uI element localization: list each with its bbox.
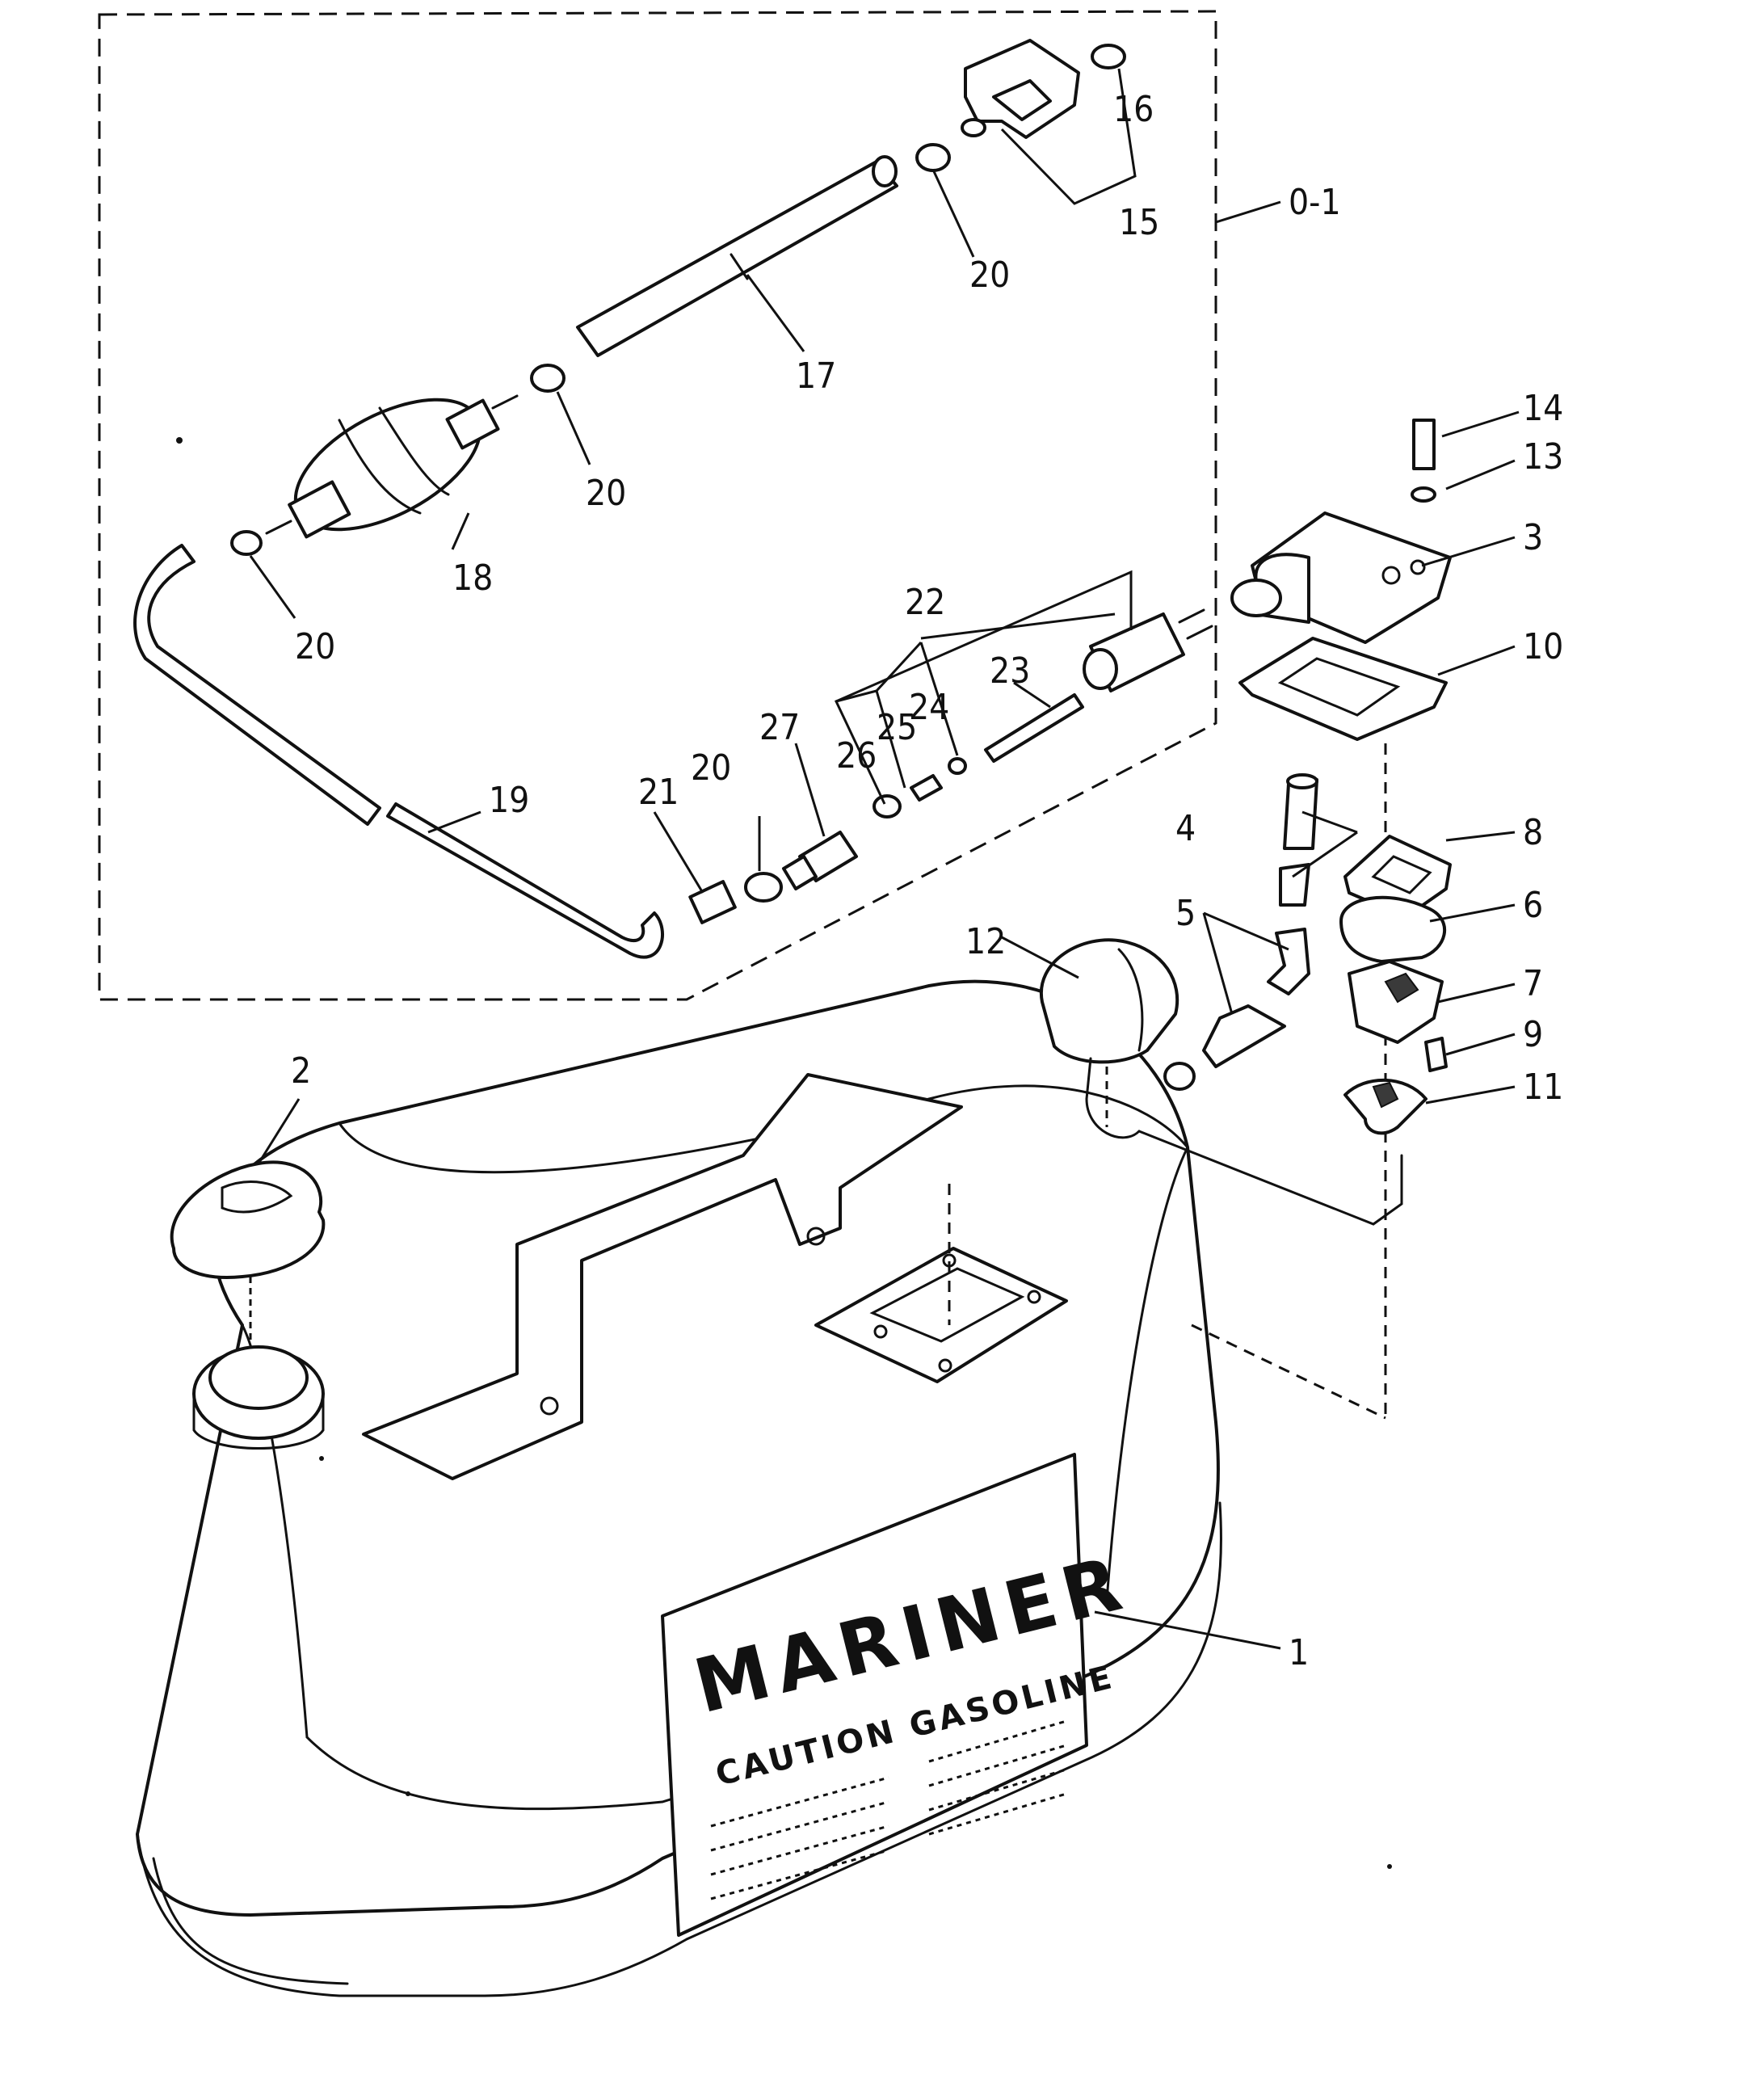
callout-7: 7 bbox=[1523, 963, 1543, 1004]
hose-clamp-upper bbox=[915, 143, 951, 172]
pickup-tube bbox=[1279, 773, 1318, 907]
fuel-hose-upper bbox=[576, 155, 898, 357]
callout-11: 11 bbox=[1523, 1067, 1563, 1108]
callout-22: 22 bbox=[905, 582, 945, 623]
fuel-connector bbox=[961, 39, 1080, 139]
callout-27: 27 bbox=[759, 707, 800, 748]
scan-dot bbox=[406, 1791, 410, 1796]
gauge-lens bbox=[1339, 895, 1446, 963]
lock-washer bbox=[1411, 486, 1436, 503]
fuel-line-assembly-boundary bbox=[98, 10, 1217, 1001]
primer-bulb bbox=[265, 394, 519, 539]
scan-dot bbox=[176, 437, 183, 444]
washer bbox=[872, 794, 902, 819]
callout-20b: 20 bbox=[586, 473, 626, 514]
tank-end-connector bbox=[1083, 608, 1213, 692]
leader-lines bbox=[249, 68, 1520, 1650]
callout-13: 13 bbox=[1523, 436, 1563, 478]
callout-labels: 0-1 1 2 3 4 5 6 7 8 9 10 11 12 13 14 15 … bbox=[291, 89, 1563, 1673]
callout-8: 8 bbox=[1523, 812, 1543, 853]
hose-clamp-left bbox=[230, 530, 263, 556]
callout-9: 9 bbox=[1523, 1014, 1543, 1055]
gauge-screw bbox=[1424, 1037, 1448, 1072]
housing-screw bbox=[1412, 419, 1436, 470]
callout-18: 18 bbox=[452, 558, 493, 599]
callout-16: 16 bbox=[1113, 89, 1154, 130]
pickup-housing bbox=[1230, 511, 1452, 644]
fuel-hose-lower bbox=[133, 544, 664, 959]
float-arm-wire bbox=[1137, 1130, 1403, 1226]
callout-15: 15 bbox=[1119, 202, 1159, 243]
hose-clamp-lower bbox=[744, 872, 783, 903]
callout-20d: 20 bbox=[691, 747, 731, 789]
tank-fitting bbox=[782, 831, 858, 890]
fuel-gauge-float bbox=[1039, 938, 1179, 1139]
callout-26: 26 bbox=[836, 735, 877, 776]
callout-25: 25 bbox=[877, 707, 917, 748]
scan-dot bbox=[319, 1456, 324, 1461]
callout-24: 24 bbox=[909, 687, 949, 728]
hose-sleeve bbox=[688, 880, 737, 924]
callout-19: 19 bbox=[489, 780, 529, 821]
hose-clamp-mid bbox=[530, 364, 566, 393]
tank-mounting-pad bbox=[814, 1247, 1068, 1383]
callout-5: 5 bbox=[1175, 893, 1196, 934]
gauge-body bbox=[1348, 960, 1444, 1044]
callout-14: 14 bbox=[1523, 388, 1563, 429]
filler-cap bbox=[170, 1160, 326, 1341]
gauge-bracket bbox=[1343, 1078, 1428, 1135]
callout-10: 10 bbox=[1523, 626, 1563, 667]
callout-2: 2 bbox=[291, 1050, 311, 1092]
small-o-ring bbox=[948, 757, 967, 775]
decal-fine-print bbox=[710, 1719, 1067, 1900]
callout-12: 12 bbox=[965, 921, 1006, 962]
valve-pin bbox=[984, 693, 1084, 763]
callout-1: 1 bbox=[1289, 1632, 1309, 1673]
o-ring bbox=[1091, 44, 1126, 69]
callout-6: 6 bbox=[1523, 885, 1543, 926]
callout-3: 3 bbox=[1523, 517, 1543, 558]
callout-21: 21 bbox=[638, 772, 679, 813]
callout-20a: 20 bbox=[969, 255, 1010, 296]
tank-handle bbox=[362, 1073, 963, 1480]
pickup-gasket bbox=[1238, 637, 1448, 741]
callout-0-1: 0-1 bbox=[1289, 182, 1341, 223]
callout-20c: 20 bbox=[295, 626, 335, 667]
callout-17: 17 bbox=[796, 356, 836, 397]
callout-4: 4 bbox=[1175, 808, 1196, 849]
scan-dot bbox=[1387, 1864, 1392, 1869]
elbow-tube bbox=[1163, 928, 1310, 1091]
alignment-line-pad-right bbox=[1191, 1324, 1386, 1420]
callout-23: 23 bbox=[990, 650, 1030, 692]
filler-neck bbox=[192, 1345, 325, 1450]
small-screw bbox=[910, 774, 943, 802]
